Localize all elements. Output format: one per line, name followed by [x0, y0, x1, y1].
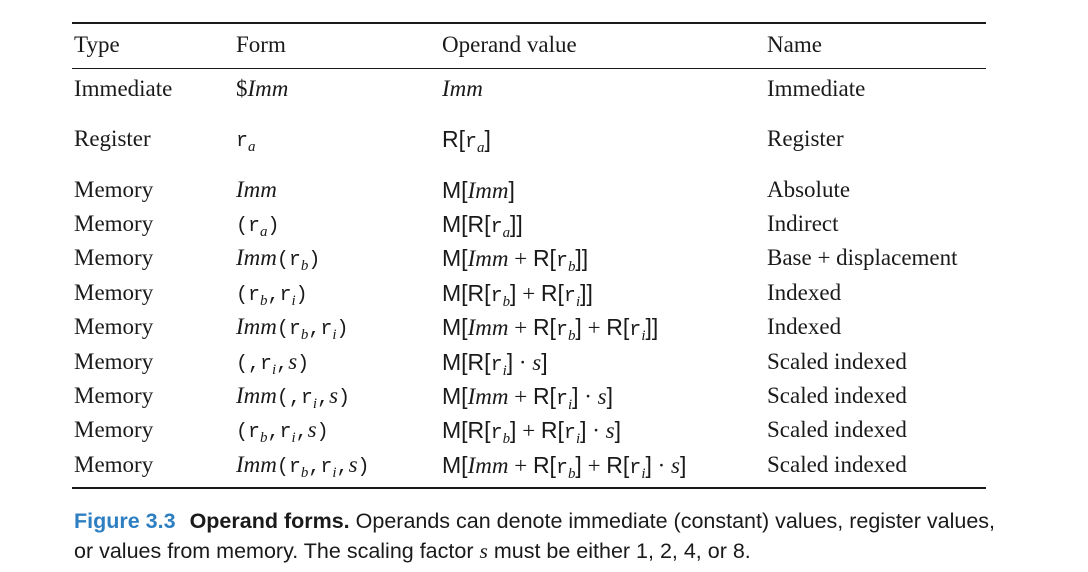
header-type: Type: [74, 32, 120, 57]
table-header-rule: [72, 68, 986, 69]
row-name: Indexed: [767, 314, 842, 339]
row-operand-value: Imm: [442, 76, 483, 101]
row-operand-value: M[Imm + R[ri] · s]: [442, 383, 614, 414]
row-form: ra: [236, 130, 256, 156]
figure-label: Figure 3.3: [74, 509, 176, 533]
header-operand-value: Operand value: [442, 32, 577, 57]
header-name: Name: [767, 32, 822, 57]
row-type: Memory: [74, 383, 154, 408]
row-form: (rb,ri,s): [236, 417, 329, 447]
row-type: Memory: [74, 245, 154, 270]
row-operand-value: M[R[rb] + R[ri] · s]: [442, 417, 621, 448]
row-form: $Imm: [236, 76, 289, 101]
row-type: Memory: [74, 314, 154, 339]
row-type: Memory: [74, 452, 154, 477]
row-type: Memory: [74, 280, 154, 305]
row-operand-value: M[Imm + R[rb] + R[ri] · s]: [442, 452, 687, 483]
row-name: Scaled indexed: [767, 452, 907, 477]
header-form: Form: [236, 32, 286, 57]
row-operand-value: M[R[rb] + R[ri]]: [442, 280, 593, 311]
row-operand-value: R[ra]: [442, 126, 491, 157]
row-name: Immediate: [767, 76, 866, 101]
row-name: Scaled indexed: [767, 349, 907, 374]
row-type: Memory: [74, 177, 154, 202]
row-form: Imm: [236, 177, 277, 202]
table-bottom-rule: [72, 487, 986, 489]
row-form: (,ri,s): [236, 349, 310, 379]
figure-title: Operand forms.: [189, 509, 350, 533]
figure-caption: Figure 3.3 Operand forms. Operands can de…: [74, 506, 1014, 566]
row-name: Absolute: [767, 177, 851, 202]
row-name: Indirect: [767, 211, 839, 236]
row-name: Scaled indexed: [767, 383, 907, 408]
row-type: Memory: [74, 349, 154, 374]
row-type: Immediate: [74, 76, 173, 101]
row-form: (ra): [236, 215, 280, 241]
row-type: Register: [74, 126, 151, 151]
row-type: Memory: [74, 417, 154, 442]
row-form: Imm(rb): [236, 245, 321, 275]
row-type: Memory: [74, 211, 154, 236]
row-form: Imm(,ri,s): [236, 383, 351, 413]
caption-text: Operands can denote immediate (constant)…: [74, 509, 996, 563]
row-name: Register: [767, 126, 844, 151]
row-name: Base + displacement: [767, 245, 958, 270]
row-form: Imm(rb,ri): [236, 314, 349, 344]
row-operand-value: M[Imm]: [442, 177, 515, 203]
row-operand-value: M[Imm + R[rb] + R[ri]]: [442, 314, 659, 345]
caption-text-end: must be either 1, 2, 4, or 8.: [493, 539, 751, 563]
row-operand-value: M[R[ra]]: [442, 211, 523, 242]
table-top-rule: [72, 22, 986, 24]
row-name: Indexed: [767, 280, 842, 305]
row-operand-value: M[R[ri] · s]: [442, 349, 548, 380]
scaling-factor-symbol: s: [479, 539, 488, 563]
row-name: Scaled indexed: [767, 417, 907, 442]
row-form: Imm(rb,ri,s): [236, 452, 370, 482]
row-form: (rb,ri): [236, 284, 308, 310]
row-operand-value: M[Imm + R[rb]]: [442, 245, 589, 276]
